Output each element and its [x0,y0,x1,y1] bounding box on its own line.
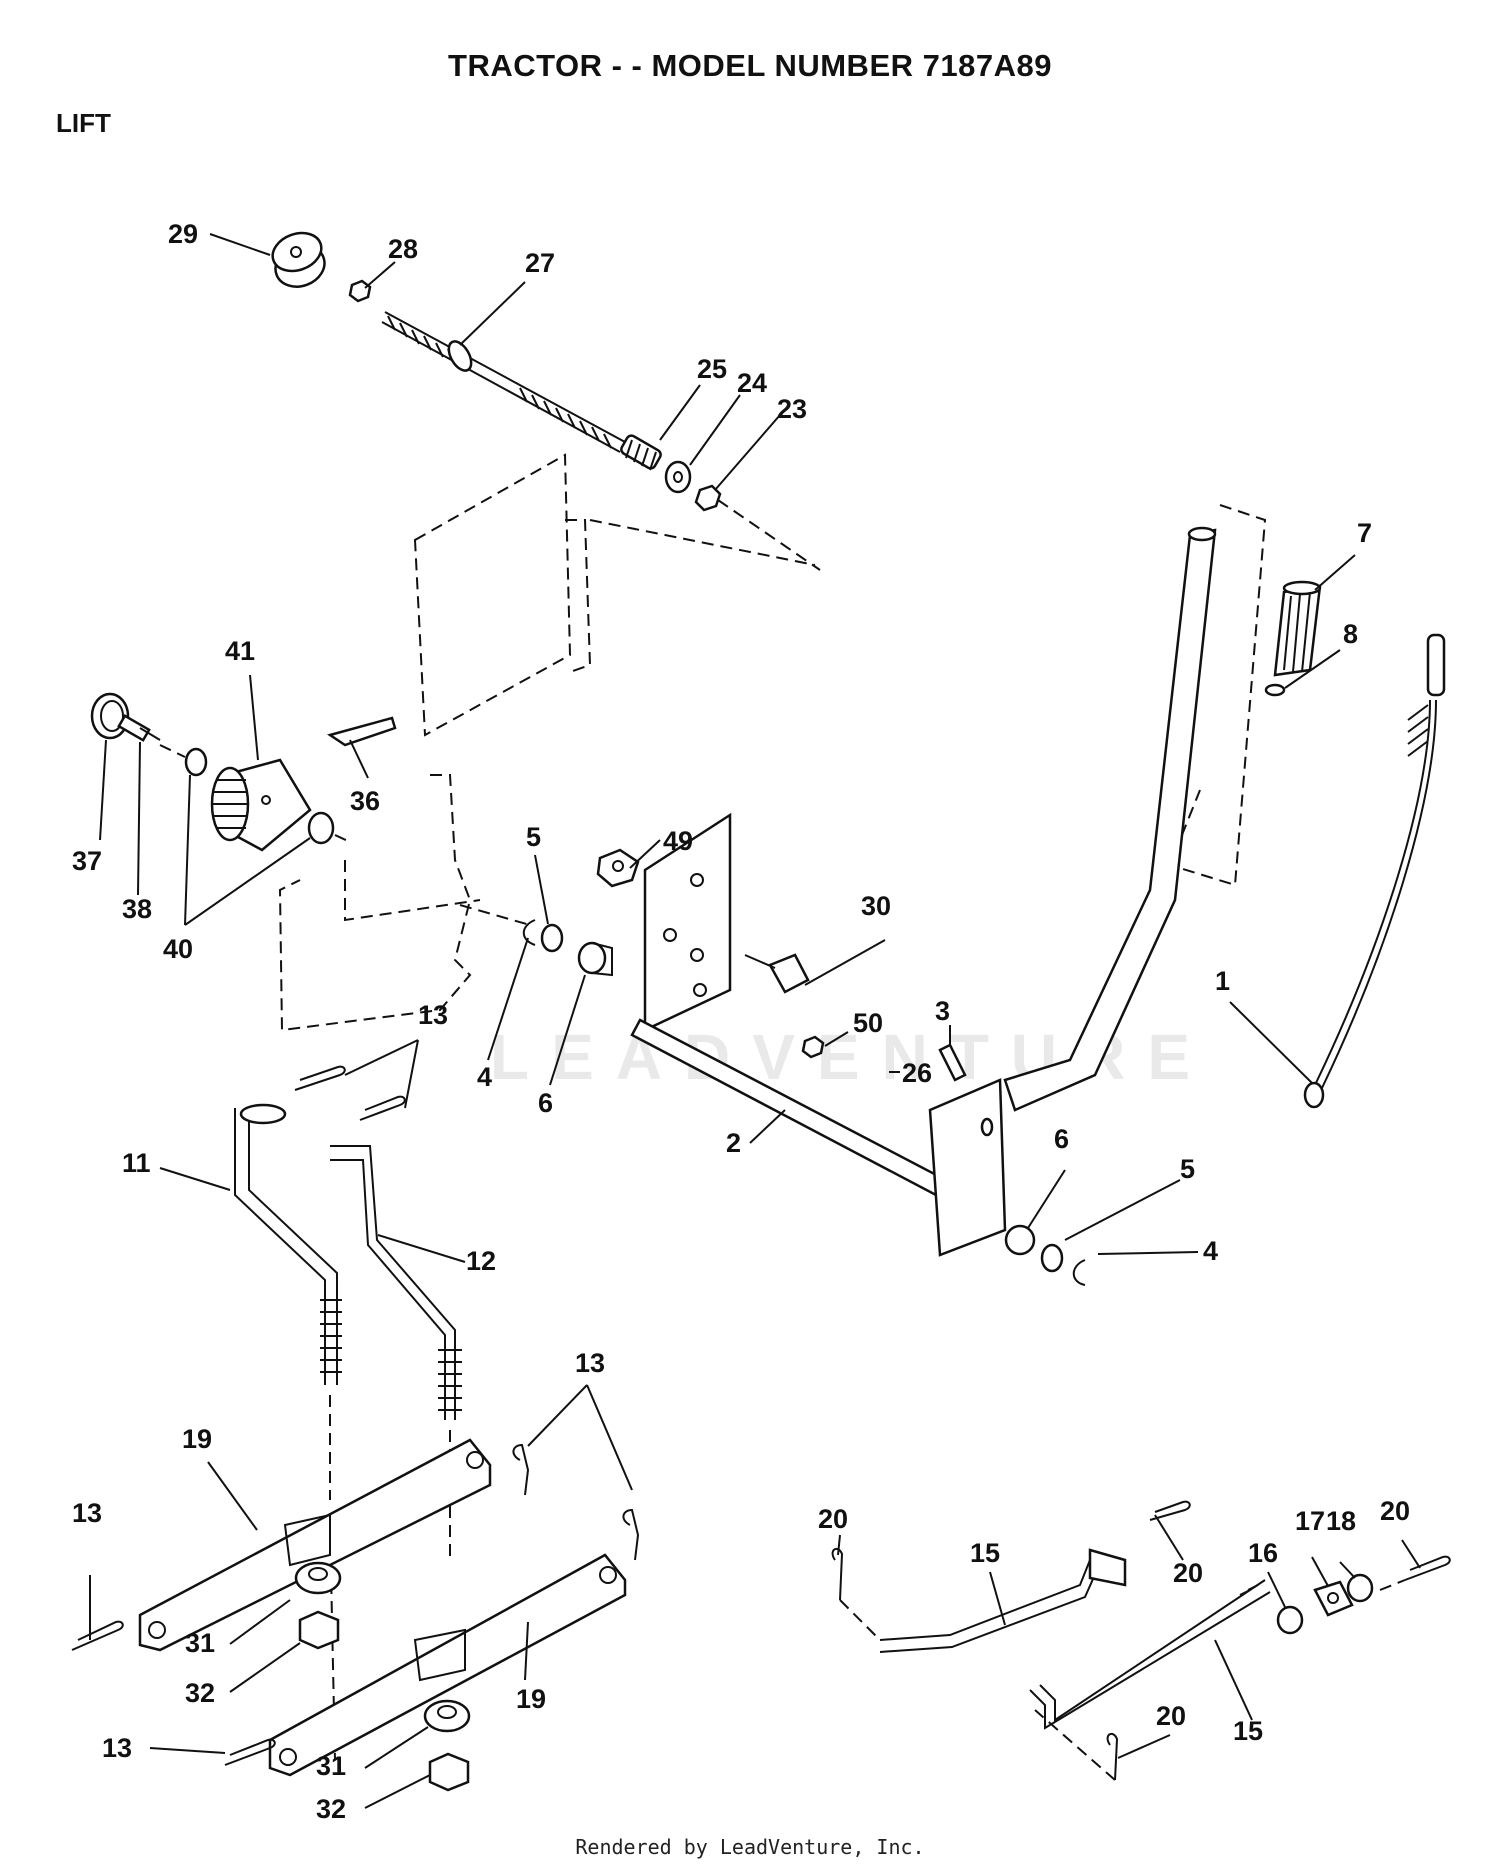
part-5-washer-lower [1040,1243,1064,1273]
callout-36: 36 [350,786,380,816]
part-5-washer-upper [540,923,564,953]
part-20-hairpins [831,1500,1451,1781]
callout-24: 24 [737,368,767,398]
part-28-nut [348,279,372,303]
callout-15-upper: 15 [970,1538,1000,1568]
part-13-hairpins [71,1065,640,1766]
callout-13-bottom: 13 [102,1733,132,1763]
callout-1: 1 [1215,966,1230,996]
callout-13-right: 13 [575,1348,605,1378]
callout-19-upper: 19 [182,1424,212,1454]
part-6-bushing-lower [1004,1224,1036,1256]
callout-6-lower: 6 [1054,1124,1069,1154]
callout-20-left: 20 [818,1504,848,1534]
callout-4-upper: 4 [477,1062,492,1092]
page-title: TRACTOR - - MODEL NUMBER 7187A89 [448,48,1052,83]
lift-handle [1003,526,1217,1112]
callout-6-upper: 6 [538,1088,553,1118]
part-30-ferrule [744,953,810,994]
callout-32-upper: 32 [185,1678,215,1708]
callout-7: 7 [1357,518,1372,548]
frame-panel [278,453,1267,1032]
callout-4-lower: 4 [1203,1236,1218,1266]
part-19-lift-arm-lower [268,1553,627,1777]
callout-28: 28 [388,234,418,264]
part-7-grip [1273,580,1322,677]
part-38-bolt [117,714,161,742]
callout-31-lower: 31 [316,1751,346,1781]
callout-31-upper: 31 [185,1628,215,1658]
footer-credit: Rendered by LeadVenture, Inc. [575,1835,925,1859]
callout-20-mid: 20 [1173,1558,1203,1588]
part-8-insert [1264,683,1286,697]
callout-16: 16 [1248,1538,1278,1568]
part-31-bushing-upper [294,1561,342,1595]
part-12-lift-link [330,1145,462,1420]
part-18-nut [1346,1573,1374,1603]
part-25-spring [620,434,662,471]
part-15-rod-lower [1029,1579,1271,1730]
callout-26: 26 [902,1058,932,1088]
callout-3: 3 [935,996,950,1026]
callout-5-lower: 5 [1180,1154,1195,1184]
callout-labels: 29 28 27 25 24 23 7 8 41 37 38 40 36 5 4… [72,219,1410,1824]
part-11-lift-link [234,1103,342,1385]
part-27-adjust-screw [381,311,626,453]
part-15-rod-upper [879,1548,1127,1653]
callout-13-top: 13 [418,1000,448,1030]
callout-12: 12 [466,1246,496,1276]
part-17-block [1313,1580,1354,1617]
part-37-ring [90,692,130,740]
callout-41: 41 [225,636,255,666]
part-4-clip-lower [1072,1259,1086,1286]
part-32-nut-upper [298,1610,340,1650]
callout-29: 29 [168,219,198,249]
callout-38: 38 [122,894,152,924]
callout-32-lower: 32 [316,1794,346,1824]
callout-49: 49 [663,826,693,856]
part-23-nut [694,484,722,512]
part-1-rod [1303,633,1446,1109]
callout-leaders [89,233,1421,1809]
callout-15-lower: 15 [1233,1716,1263,1746]
callout-2: 2 [726,1128,741,1158]
section-title: LIFT [56,108,111,138]
callout-8: 8 [1343,619,1358,649]
part-50-nut [801,1035,825,1059]
part-31-bushing-lower [423,1699,471,1733]
callout-5-upper: 5 [526,822,541,852]
part-4-clip-upper [522,919,536,946]
callout-20-right: 20 [1380,1496,1410,1526]
part-29-knob [271,231,326,288]
callout-18: 18 [1326,1506,1356,1536]
part-41-cam [210,758,312,852]
part-2-lift-shaft [630,812,1007,1257]
part-40-washers [184,747,335,845]
part-24-washer [664,460,692,494]
part-36-clip [327,716,397,747]
callout-20-bottom: 20 [1156,1701,1186,1731]
part-49-nut [596,848,640,888]
callout-50: 50 [853,1008,883,1038]
callout-23: 23 [777,394,807,424]
callout-25: 25 [697,354,727,384]
callout-30: 30 [861,891,891,921]
callout-19-lower: 19 [516,1684,546,1714]
callout-40: 40 [163,934,193,964]
callout-13-left: 13 [72,1498,102,1528]
part-32-nut-lower [428,1752,470,1792]
part-19-lift-arm-upper [138,1438,492,1652]
callout-37: 37 [72,846,102,876]
part-3-pin [938,1043,967,1082]
callout-27: 27 [525,248,555,278]
callout-11: 11 [122,1148,151,1178]
part-16-nut [1276,1605,1304,1635]
part-6-bushing-upper [577,941,613,977]
callout-17: 17 [1295,1506,1325,1536]
